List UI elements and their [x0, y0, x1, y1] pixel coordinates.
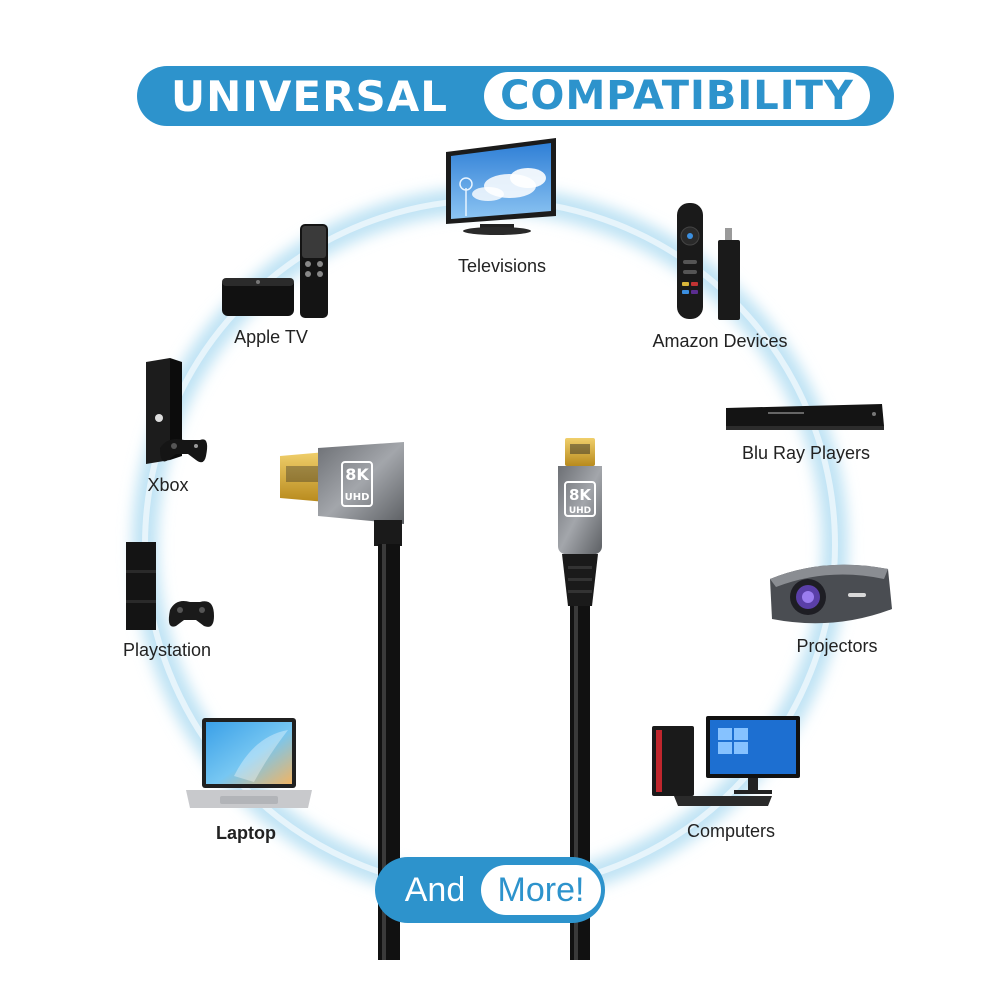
amazon-devices-icon: [677, 203, 740, 320]
television-icon: [446, 138, 556, 235]
right-badge-bottom: UHD: [569, 506, 591, 516]
laptop-label: Laptop: [216, 823, 276, 843]
laptop-icon: [186, 718, 312, 808]
computer-icon: [652, 716, 800, 806]
projectors-label: Projectors: [796, 636, 878, 656]
xbox-label: Xbox: [147, 475, 189, 495]
and-text: And: [404, 870, 466, 909]
more-text: More!: [481, 865, 601, 915]
projector-icon: [770, 564, 892, 624]
xbox-icon: [146, 358, 208, 464]
playstation-icon: [126, 542, 214, 630]
left-badge-bottom: UHD: [345, 492, 370, 503]
computers-label: Computers: [686, 821, 776, 841]
left-badge-top: 8K: [345, 465, 369, 484]
blu-ray-players-label: Blu Ray Players: [741, 443, 871, 463]
amazon-devices-label: Amazon Devices: [652, 331, 788, 351]
right-badge-top: 8K: [569, 486, 592, 504]
blu-ray-player-icon: [726, 404, 884, 430]
apple-tv-icon: [222, 224, 328, 318]
banner-left-text: UNIVERSAL: [171, 71, 448, 121]
banner-right-text: COMPATIBILITY: [484, 72, 870, 120]
televisions-label: Televisions: [457, 256, 547, 276]
apple-tv-label: Apple TV: [234, 327, 308, 347]
left-angle-hdmi-connector: 8K UHD: [280, 442, 404, 960]
playstation-label: Playstation: [122, 640, 212, 660]
